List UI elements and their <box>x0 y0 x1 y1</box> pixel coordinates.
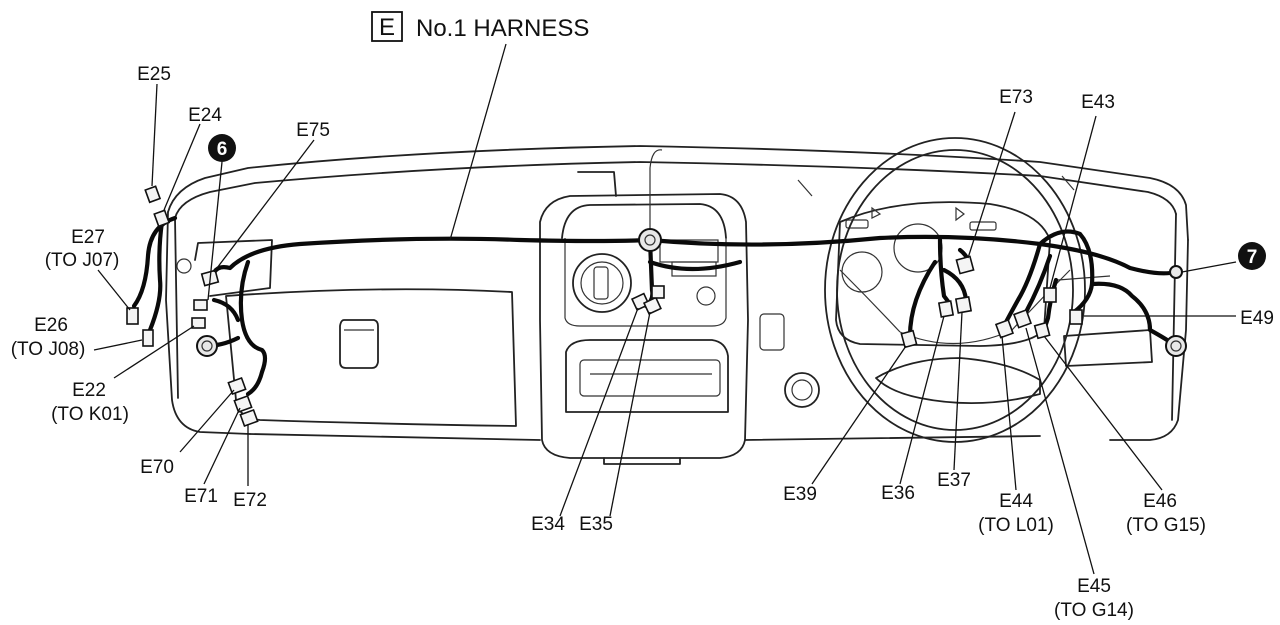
title-letter-box <box>371 11 403 42</box>
label-e26-note: (TO J08) <box>11 339 86 360</box>
label-e25: E25 <box>137 64 171 85</box>
label-e39: E39 <box>783 484 817 505</box>
ground-marker-6: 6 <box>208 134 236 162</box>
label-e24: E24 <box>188 105 222 126</box>
instrument-panel-outline <box>165 137 1189 465</box>
no1-harness-wire <box>131 149 1179 397</box>
label-e70: E70 <box>140 457 174 478</box>
connector-e27 <box>126 307 139 325</box>
label-e43: E43 <box>1081 92 1115 113</box>
connector-e25 <box>144 185 162 204</box>
label-e22-note: (TO K01) <box>51 404 129 425</box>
diagram-title: E No.1 HARNESS <box>371 11 589 42</box>
leader-lines <box>93 43 1237 575</box>
label-e36: E36 <box>881 483 915 504</box>
label-e34: E34 <box>531 514 565 535</box>
connector-e35 <box>642 296 662 316</box>
connector-e71 <box>233 394 253 414</box>
grommet-center <box>638 228 662 252</box>
connector-e44 <box>994 319 1014 339</box>
ground-marker-6-label: 6 <box>217 139 228 160</box>
ground-marker-7: 7 <box>1238 242 1266 270</box>
label-e35: E35 <box>579 514 613 535</box>
title-letter: E <box>379 14 395 41</box>
connectors <box>126 185 1083 428</box>
connector-e24 <box>153 209 171 228</box>
ground-marker-7-label: 7 <box>1247 247 1258 268</box>
ground-point-right <box>1169 265 1183 279</box>
label-e45-note: (TO G14) <box>1054 600 1134 621</box>
connector-e39 <box>900 329 918 349</box>
connector-labels: E25 E24 E75 E27 (TO J07) E26 (TO J08) E2… <box>11 64 1274 621</box>
connector-center-top <box>651 285 665 299</box>
title-text: No.1 HARNESS <box>416 15 589 42</box>
connector-ground6 <box>193 299 208 311</box>
label-e71: E71 <box>184 486 218 507</box>
connector-e43 <box>1043 287 1057 303</box>
label-e73: E73 <box>999 87 1033 108</box>
label-e72: E72 <box>233 490 267 511</box>
label-e26: E26 <box>34 315 68 336</box>
grommet-left <box>196 335 218 357</box>
connector-e73 <box>955 255 975 275</box>
label-e75: E75 <box>296 120 330 141</box>
connector-e46 <box>1033 321 1051 340</box>
connector-e72 <box>239 408 259 428</box>
label-e46-note: (TO G15) <box>1126 515 1206 536</box>
connector-e49 <box>1069 309 1083 325</box>
label-e27: E27 <box>71 227 105 248</box>
connector-e70 <box>227 376 247 396</box>
label-e49: E49 <box>1240 308 1274 329</box>
label-e22: E22 <box>72 380 106 401</box>
label-e45: E45 <box>1077 576 1111 597</box>
label-e44: E44 <box>999 491 1033 512</box>
label-e37: E37 <box>937 470 971 491</box>
grommet-right <box>1165 335 1187 357</box>
connector-e22 <box>191 317 206 329</box>
connector-e26 <box>142 329 154 347</box>
connector-e37 <box>954 295 973 314</box>
label-e27-note: (TO J07) <box>45 250 120 271</box>
label-e44-note: (TO L01) <box>978 515 1054 536</box>
connector-e45 <box>1012 309 1032 329</box>
connector-e36 <box>937 300 955 318</box>
label-e46: E46 <box>1143 491 1177 512</box>
